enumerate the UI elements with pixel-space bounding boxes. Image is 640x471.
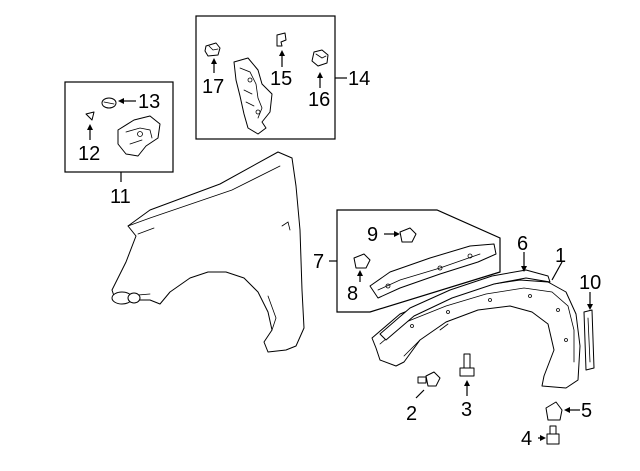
part-10-strip <box>583 309 595 371</box>
part-16-clip <box>311 49 329 67</box>
part-4-bolt <box>546 425 560 445</box>
part-11-bracket <box>117 115 161 157</box>
part-5-nut-clip <box>545 401 563 421</box>
arrow-10 <box>587 304 593 310</box>
part-6-seal-strip <box>379 269 551 341</box>
callout-13: 13 <box>138 91 160 113</box>
arrow-13 <box>118 98 124 104</box>
callout-4: 4 <box>521 428 532 450</box>
callout-9: 9 <box>367 224 378 246</box>
part-11-front-fender <box>111 151 305 353</box>
part-8-clip <box>353 253 371 269</box>
callout-17: 17 <box>202 76 224 98</box>
arrow-12 <box>87 124 93 130</box>
callout-3: 3 <box>461 399 472 421</box>
arrow-9 <box>394 231 400 237</box>
part-3-bolt <box>459 353 475 377</box>
callout-10: 10 <box>579 272 601 294</box>
callout-6: 6 <box>517 233 528 255</box>
callout-15: 15 <box>270 68 292 90</box>
callout-8: 8 <box>347 283 358 305</box>
group-box-11 <box>64 81 174 173</box>
arrow-16 <box>317 72 323 78</box>
callout-16: 16 <box>308 89 330 111</box>
leader-2 <box>415 389 425 399</box>
callout-14: 14 <box>348 68 370 90</box>
part-17-clip <box>204 42 221 57</box>
callout-12: 12 <box>78 143 100 165</box>
arrow-15 <box>279 50 285 56</box>
callout-1: 1 <box>555 245 566 267</box>
callout-7: 7 <box>313 251 324 273</box>
leader-1 <box>551 261 563 281</box>
part-15-clip <box>276 32 287 47</box>
part-7-support-rail <box>369 243 497 299</box>
arrow-6 <box>521 266 527 272</box>
arrow-3 <box>464 380 470 386</box>
arrow-4 <box>540 435 546 441</box>
arrow-5 <box>564 407 570 413</box>
part-13-clip <box>101 97 117 109</box>
group-box-7 <box>336 209 501 313</box>
arrow-8 <box>357 270 363 276</box>
arrow-17 <box>211 58 217 64</box>
part-12-clip <box>85 111 95 121</box>
part-9-clip <box>399 227 417 243</box>
part-14-bracket <box>233 57 273 135</box>
callout-11: 11 <box>110 186 131 208</box>
callout-2: 2 <box>406 403 417 425</box>
part-2-screw <box>417 371 441 387</box>
callout-5: 5 <box>581 400 592 422</box>
part-1-fender-flare <box>371 279 581 389</box>
